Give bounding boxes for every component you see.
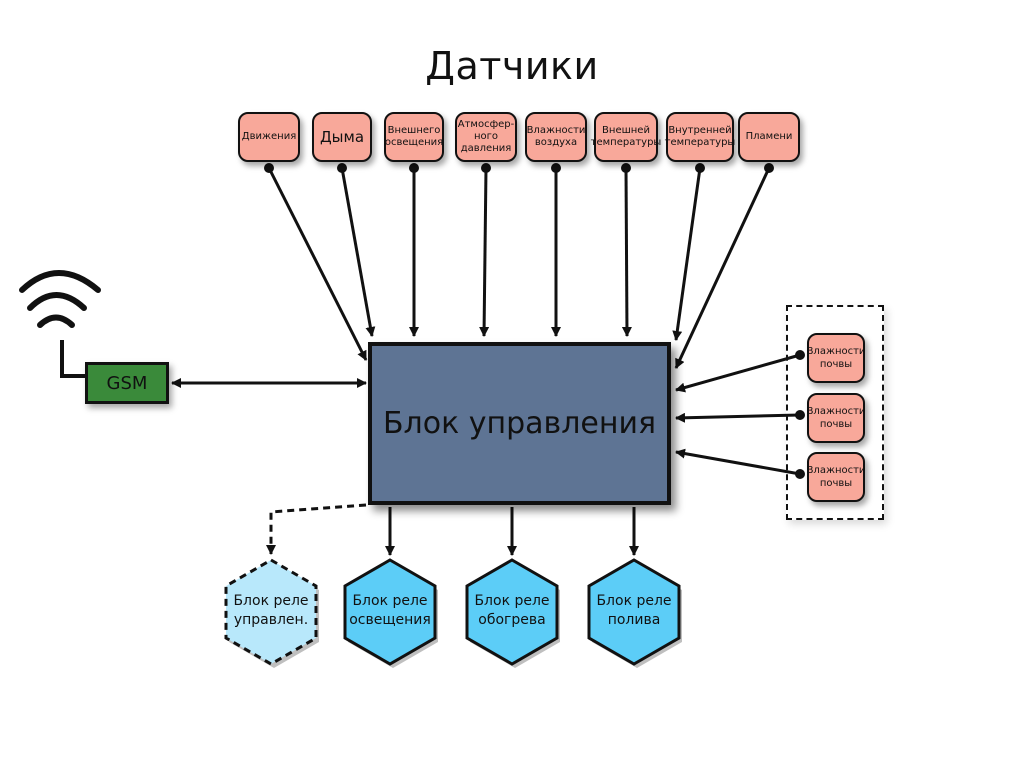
soil-connector-dot	[795, 469, 805, 479]
relay-hexagon	[343, 558, 437, 666]
sensor-box: Движения	[238, 112, 300, 162]
antenna-cable	[60, 340, 85, 378]
sensor-connector-dot	[264, 163, 274, 173]
sensor-arrow	[340, 167, 376, 337]
soil-arrow	[675, 448, 801, 476]
soil-connectors	[675, 350, 805, 479]
sensor-box: Внешней температуры	[591, 112, 661, 162]
sensor-box: Атмосфер- ного давления	[455, 112, 517, 162]
soil-arrow	[675, 353, 801, 393]
control-unit: Блок управления	[368, 342, 671, 505]
relay-arrow-dashed	[266, 503, 367, 555]
sensor-connector-dot	[551, 163, 561, 173]
soil-sensor-label: Влажности почвы	[806, 406, 866, 430]
sensor-connector-dot	[695, 163, 705, 173]
relay-hexagons	[224, 558, 682, 668]
gsm-label: GSM	[106, 372, 148, 394]
sensor-label: Пламени	[745, 131, 793, 142]
relay-label: Блок реле обогрева	[474, 593, 550, 628]
sensor-box: Внутренней температуры	[664, 112, 736, 162]
soil-sensor-label: Влажности почвы	[806, 346, 866, 370]
antenna-icon	[19, 270, 101, 328]
sensor-label: Внешнего освещения	[384, 125, 444, 148]
control-unit-label: Блок управления	[382, 406, 657, 441]
sensor-connector-dot	[621, 163, 631, 173]
soil-connector-dot	[795, 410, 805, 420]
relay-label: Блок реле освещения	[349, 593, 431, 628]
sensor-connector-dot	[337, 163, 347, 173]
sensor-box: Пламени	[738, 112, 800, 162]
sensor-box: Влажности воздуха	[525, 112, 587, 162]
soil-sensor-box: Влажности почвы	[807, 333, 865, 383]
sensor-connectors	[264, 163, 774, 369]
sensor-label: Движения	[241, 131, 297, 142]
sensor-label: Внутренней температуры	[664, 125, 736, 148]
sensor-label: Дыма	[319, 128, 365, 146]
sensor-connector-dot	[481, 163, 491, 173]
soil-sensor-group	[786, 305, 884, 520]
relay-connectors	[266, 503, 639, 556]
relay-label: Блок реле полива	[596, 593, 672, 628]
sensor-connector-dot	[409, 163, 419, 173]
sensor-arrow	[674, 167, 771, 369]
gsm-module: GSM	[85, 362, 169, 404]
relay-hexagon	[465, 558, 559, 666]
sensor-label: Внешней температуры	[590, 125, 662, 148]
sensor-box: Дыма	[312, 112, 372, 162]
soil-sensor-box: Влажности почвы	[807, 393, 865, 443]
relay-hexagon	[224, 558, 318, 666]
relay-hexagon	[587, 558, 681, 666]
soil-sensor-box: Влажности почвы	[807, 452, 865, 502]
sensor-label: Влажности воздуха	[526, 125, 586, 148]
sensor-arrow	[672, 167, 702, 341]
sensor-arrow	[479, 167, 490, 337]
soil-arrow	[675, 412, 801, 423]
sensor-box: Внешнего освещения	[384, 112, 444, 162]
sensor-label: Атмосфер- ного давления	[457, 119, 515, 154]
soil-sensor-label: Влажности почвы	[806, 465, 866, 489]
sensor-connector-dot	[764, 163, 774, 173]
relay-label: Блок реле управлен.	[233, 593, 309, 628]
diagram-title: Датчики	[425, 44, 599, 88]
sensor-arrow	[267, 167, 368, 361]
soil-connector-dot	[795, 350, 805, 360]
sensor-arrow	[621, 167, 632, 337]
